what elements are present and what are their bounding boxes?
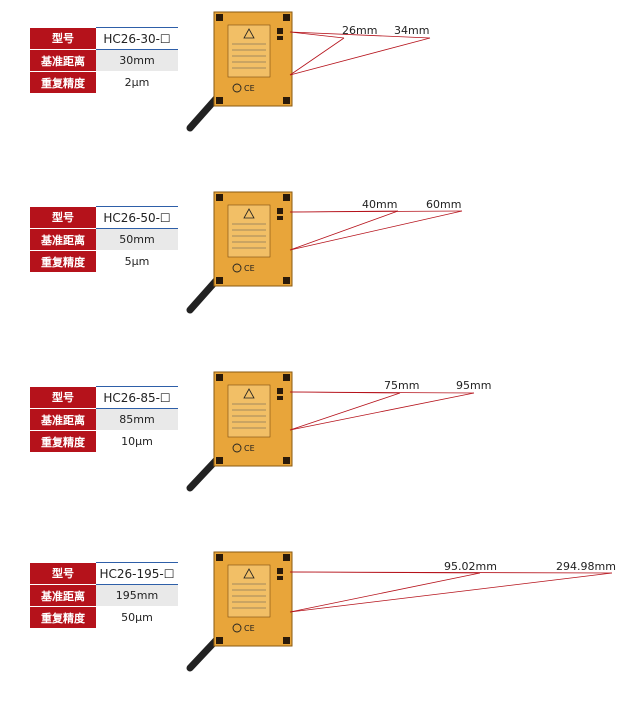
reference-distance-label: 基准距离 — [30, 584, 96, 607]
reference-distance-value: 195mm — [96, 584, 178, 607]
ce-mark: CE — [244, 84, 255, 93]
certification-icon — [232, 623, 242, 633]
reference-distance-label: 基准距离 — [30, 228, 96, 251]
sensor-illustration: CE — [186, 551, 613, 672]
certification-icon — [232, 263, 242, 273]
repeatability-label: 重复精度 — [30, 606, 96, 629]
screw-icon — [216, 374, 223, 381]
screw-icon — [216, 457, 223, 464]
beam-line — [289, 572, 613, 613]
beam-line — [289, 391, 475, 394]
measuring-range-near: 95.02mm — [444, 560, 497, 573]
reference-distance-label: 基准距离 — [30, 408, 96, 431]
ce-mark: CE — [244, 624, 255, 633]
beam-line — [289, 31, 431, 39]
indicator-icon — [277, 568, 283, 574]
indicator-icon — [277, 36, 283, 40]
beam-line — [289, 392, 401, 431]
certification-icon — [232, 443, 242, 453]
sensor-illustration: CE — [186, 11, 431, 132]
sensor-illustration: CE — [186, 371, 475, 492]
screw-icon — [283, 277, 290, 284]
model-label: 型号 — [30, 206, 96, 229]
measuring-range-near: 26mm — [342, 24, 378, 37]
measuring-range-near: 40mm — [362, 198, 398, 211]
beam-line — [289, 210, 399, 251]
measuring-range-far: 60mm — [426, 198, 462, 211]
reference-distance-value: 85mm — [96, 408, 178, 431]
ce-mark: CE — [244, 264, 255, 273]
screw-icon — [283, 14, 290, 21]
sensor-label-plate — [227, 384, 271, 438]
model-value: HC26-195-☐ — [96, 562, 178, 585]
beam-line — [289, 37, 345, 76]
indicator-icon — [277, 576, 283, 580]
model-label: 型号 — [30, 386, 96, 409]
beam-line — [289, 571, 613, 574]
beam-line — [289, 210, 463, 251]
indicator-icon — [277, 396, 283, 400]
beam-line — [289, 572, 481, 613]
repeatability-value: 50μm — [96, 606, 178, 629]
repeatability-label: 重复精度 — [30, 250, 96, 273]
reference-distance-label: 基准距离 — [30, 49, 96, 72]
screw-icon — [216, 194, 223, 201]
beam-line — [289, 31, 345, 39]
laser-warning-icon — [243, 388, 255, 399]
measuring-range-near: 75mm — [384, 379, 420, 392]
reference-distance-value: 50mm — [96, 228, 178, 251]
laser-warning-icon — [243, 568, 255, 579]
screw-icon — [283, 194, 290, 201]
beam-line — [289, 37, 431, 76]
screw-icon — [216, 277, 223, 284]
screw-icon — [216, 14, 223, 21]
screw-icon — [283, 554, 290, 561]
ce-mark: CE — [244, 444, 255, 453]
certification-icon — [232, 83, 242, 93]
screw-icon — [283, 637, 290, 644]
repeatability-value: 2μm — [96, 71, 178, 94]
indicator-icon — [277, 28, 283, 34]
repeatability-label: 重复精度 — [30, 430, 96, 453]
indicator-icon — [277, 208, 283, 214]
measuring-range-far: 34mm — [394, 24, 430, 37]
screw-icon — [216, 97, 223, 104]
laser-warning-icon — [243, 208, 255, 219]
model-value: HC26-85-☐ — [96, 386, 178, 409]
indicator-icon — [277, 388, 283, 394]
measuring-range-far: 95mm — [456, 379, 492, 392]
reference-distance-value: 30mm — [96, 49, 178, 72]
sensor-illustration: CE — [186, 191, 463, 314]
screw-icon — [216, 637, 223, 644]
model-value: HC26-30-☐ — [96, 27, 178, 50]
screw-icon — [283, 97, 290, 104]
beam-line — [289, 210, 463, 213]
beam-line — [289, 392, 475, 431]
model-value: HC26-50-☐ — [96, 206, 178, 229]
sensor-label-plate — [227, 204, 271, 258]
repeatability-value: 5μm — [96, 250, 178, 273]
screw-icon — [283, 374, 290, 381]
model-label: 型号 — [30, 27, 96, 50]
screw-icon — [216, 554, 223, 561]
laser-warning-icon — [243, 28, 255, 39]
measuring-range-far: 294.98mm — [556, 560, 616, 573]
screw-icon — [283, 457, 290, 464]
sensor-label-plate — [227, 564, 271, 618]
indicator-icon — [277, 216, 283, 220]
repeatability-value: 10μm — [96, 430, 178, 453]
model-label: 型号 — [30, 562, 96, 585]
sensor-label-plate — [227, 24, 271, 78]
repeatability-label: 重复精度 — [30, 71, 96, 94]
